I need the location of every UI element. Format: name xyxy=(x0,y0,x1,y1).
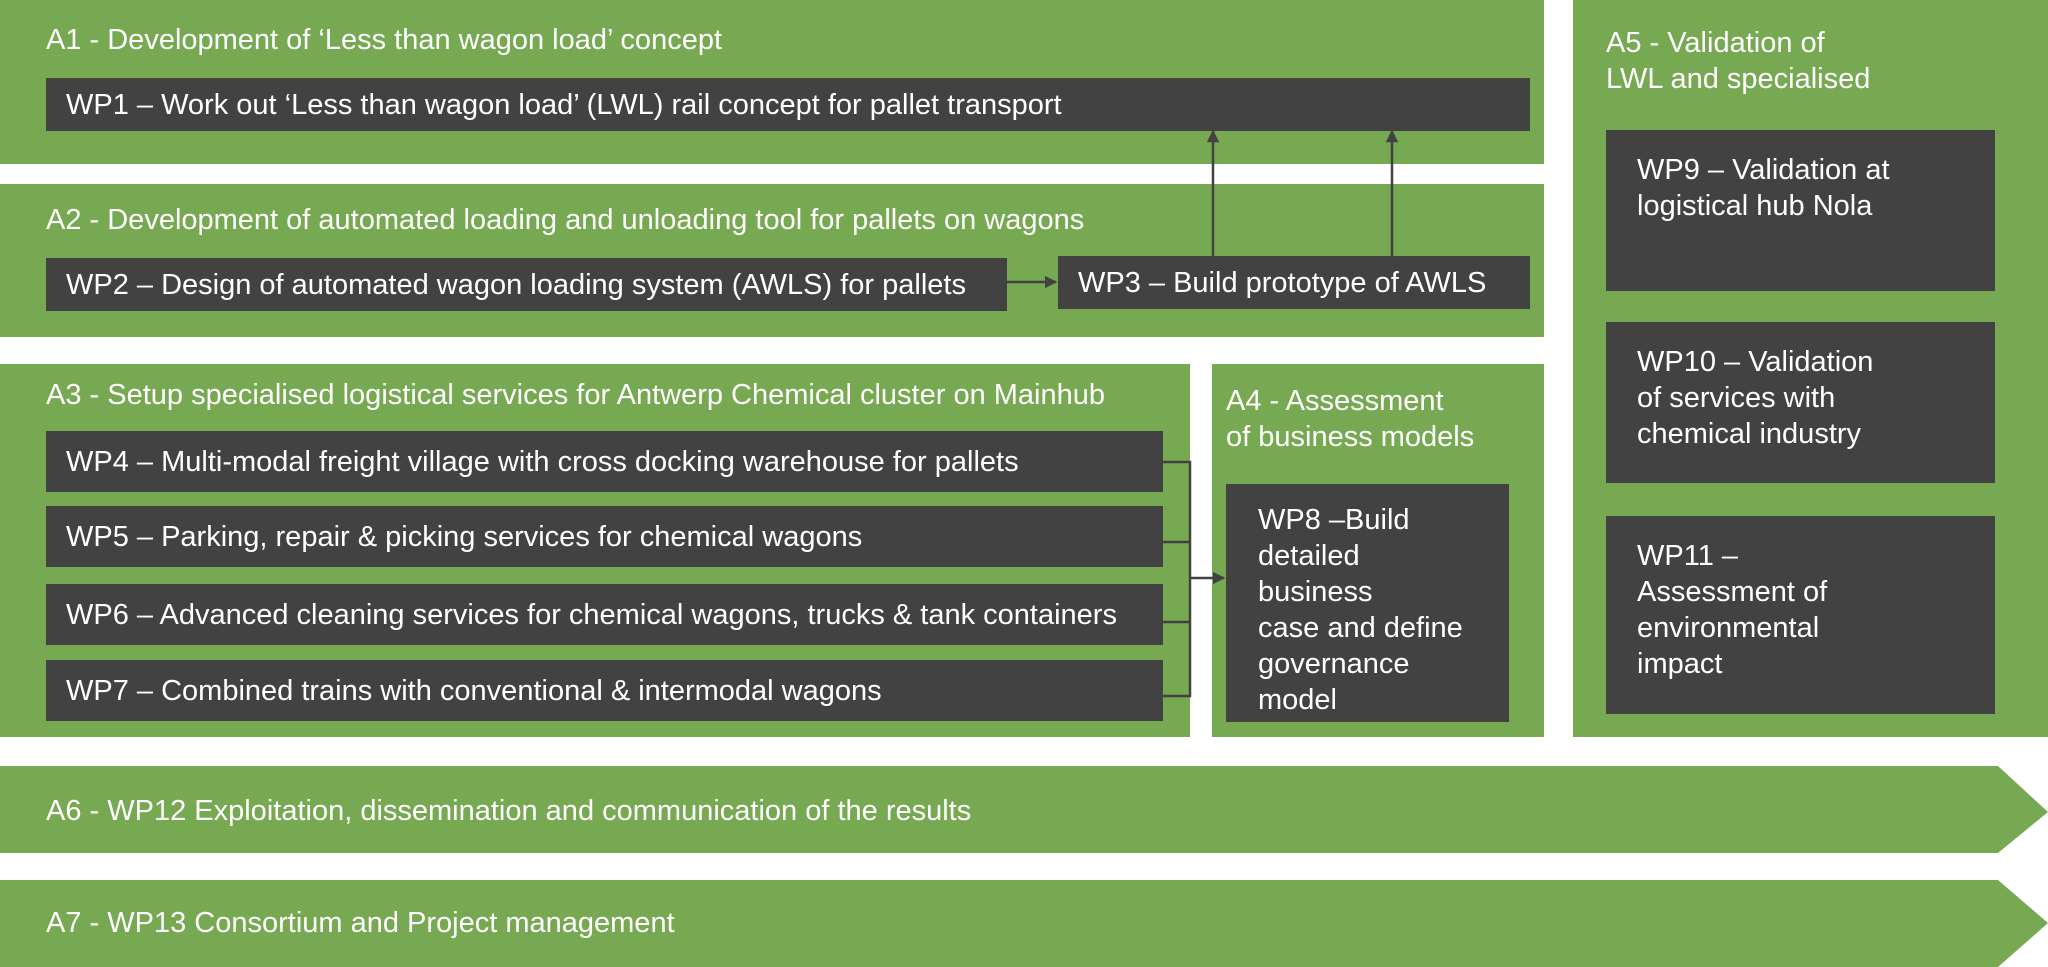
wp8-box: WP8 –Build detailed business case and de… xyxy=(1226,484,1509,722)
a1-panel: A1 - Development of ‘Less than wagon loa… xyxy=(0,0,1544,164)
wp8-label: WP8 –Build detailed business case and de… xyxy=(1258,504,1463,716)
wp9-box: WP9 – Validation at logistical hub Nola xyxy=(1606,130,1995,291)
a4-title: A4 - Assessment of business models xyxy=(1226,385,1475,453)
wp4-box: WP4 – Multi-modal freight village with c… xyxy=(46,431,1163,492)
wp3-box: WP3 – Build prototype of AWLS xyxy=(1058,256,1530,309)
wp7-label: WP7 – Combined trains with conventional … xyxy=(66,674,882,707)
bracket-wp4-wp7 xyxy=(1163,460,1192,698)
wp5-label: WP5 – Parking, repair & picking services… xyxy=(66,520,863,553)
a3-title: A3 - Setup specialised logistical servic… xyxy=(46,379,1105,411)
a7-band xyxy=(0,880,2048,967)
wp4-label: WP4 – Multi-modal freight village with c… xyxy=(66,445,1019,478)
a6-band xyxy=(0,766,2048,853)
wp6-box: WP6 – Advanced cleaning services for che… xyxy=(46,584,1163,645)
wp2-box: WP2 – Design of automated wagon loading … xyxy=(46,258,1007,311)
wp10-label: WP10 – Validation of services with chemi… xyxy=(1637,346,1874,450)
a7-title: A7 - WP13 Consortium and Project managem… xyxy=(46,907,675,939)
wp7-box: WP7 – Combined trains with conventional … xyxy=(46,660,1163,721)
wp6-label: WP6 – Advanced cleaning services for che… xyxy=(66,598,1117,631)
wp11-label: WP11 – Assessment of environmental impac… xyxy=(1637,540,1828,680)
a2-panel: A2 - Development of automated loading an… xyxy=(0,184,1544,337)
a6-title: A6 - WP12 Exploitation, dissemination an… xyxy=(46,795,971,827)
a4-panel: A4 - Assessment of business models WP8 –… xyxy=(1212,364,1544,737)
wp1-box: WP1 – Work out ‘Less than wagon load’ (L… xyxy=(46,78,1530,131)
wp11-box: WP11 – Assessment of environmental impac… xyxy=(1606,516,1995,714)
a5-panel: A5 - Validation of LWL and specialised W… xyxy=(1573,0,2048,737)
a3-panel: A3 - Setup specialised logistical servic… xyxy=(0,364,1190,737)
wp3-label: WP3 – Build prototype of AWLS xyxy=(1078,266,1487,299)
a2-title: A2 - Development of automated loading an… xyxy=(46,204,1085,236)
a1-title: A1 - Development of ‘Less than wagon loa… xyxy=(46,24,723,56)
wp10-box: WP10 – Validation of services with chemi… xyxy=(1606,322,1995,483)
wp5-box: WP5 – Parking, repair & picking services… xyxy=(46,506,1163,567)
wp9-label: WP9 – Validation at logistical hub Nola xyxy=(1637,154,1890,222)
wp1-label: WP1 – Work out ‘Less than wagon load’ (L… xyxy=(66,88,1062,121)
wp2-label: WP2 – Design of automated wagon loading … xyxy=(66,268,966,301)
a5-title: A5 - Validation of LWL and specialised xyxy=(1606,27,1871,95)
